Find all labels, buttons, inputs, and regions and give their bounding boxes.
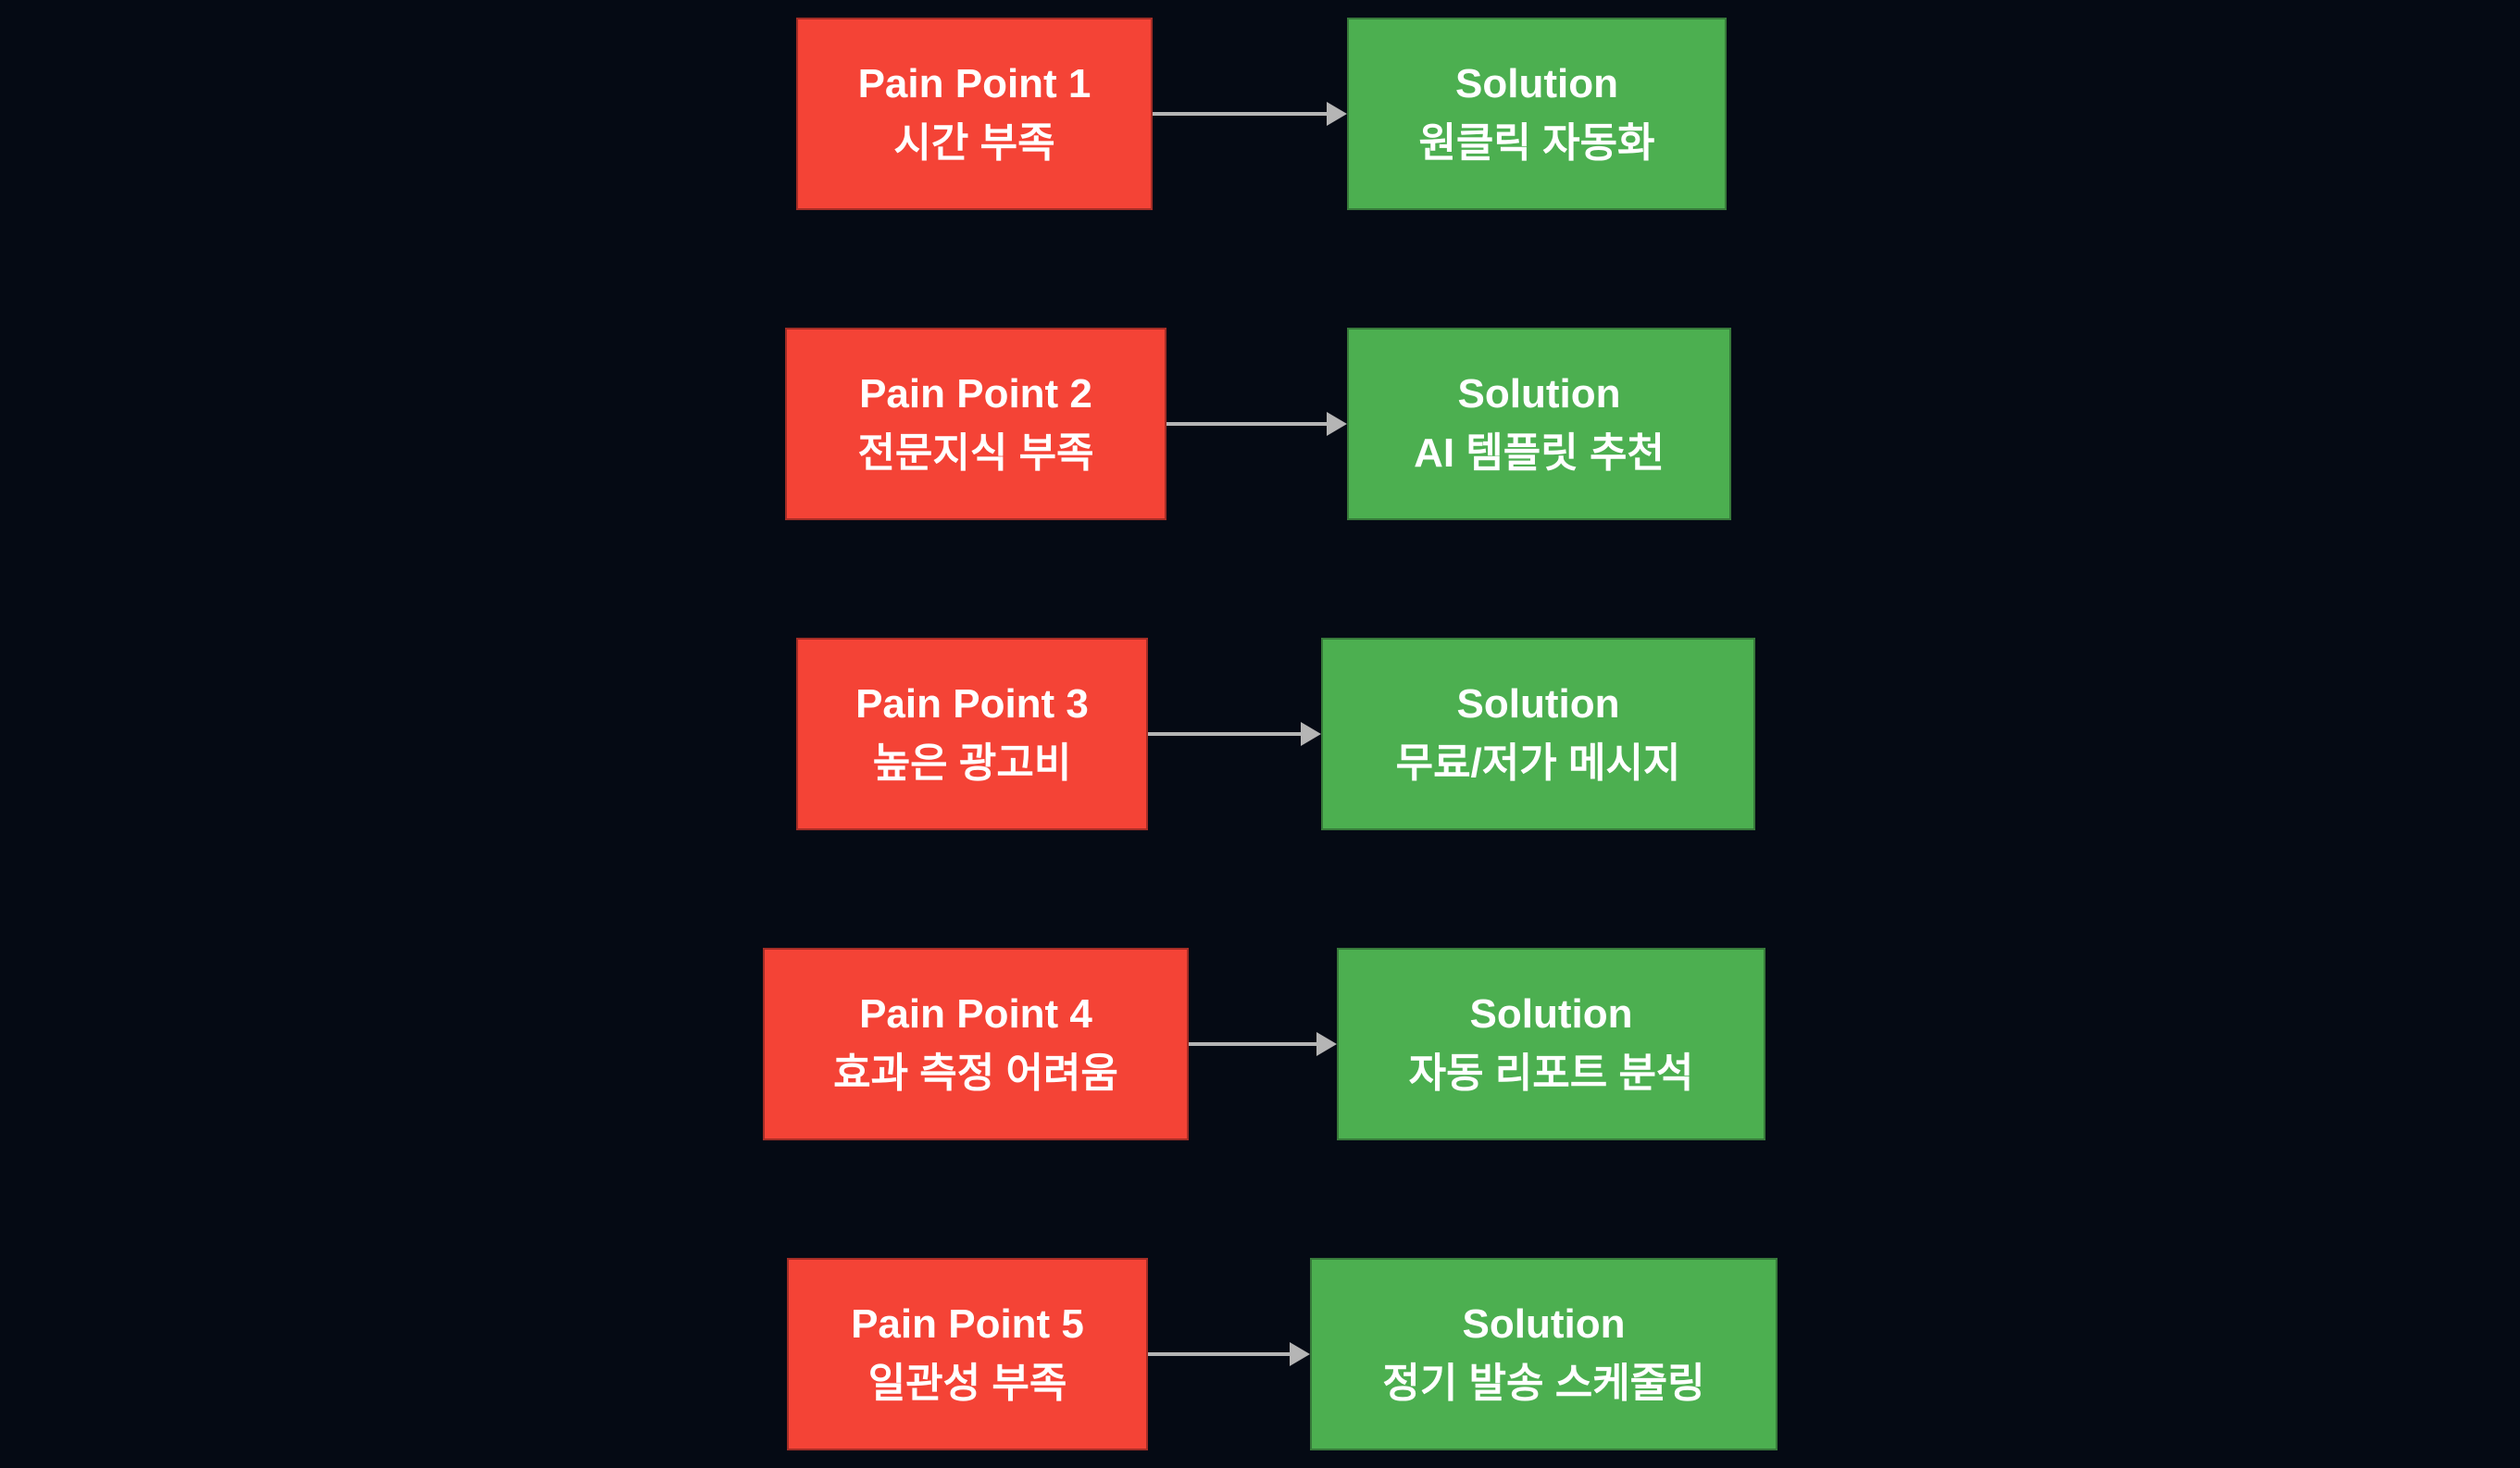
solution-subtitle: 원클릭 자동화 — [1418, 120, 1655, 166]
arrow-right-connector — [1189, 1032, 1337, 1056]
solution-title: Solution — [1457, 371, 1621, 417]
pain-point-title: Pain Point 3 — [855, 681, 1089, 727]
arrow-head-icon — [1327, 412, 1347, 436]
solution-title: Solution — [1456, 681, 1620, 727]
solution-box: Solution 원클릭 자동화 — [1347, 18, 1727, 210]
solution-subtitle: 자동 리포트 분석 — [1408, 1051, 1694, 1096]
pain-point-box: Pain Point 1 시간 부족 — [796, 18, 1153, 210]
pain-point-title: Pain Point 5 — [851, 1301, 1084, 1347]
pain-point-subtitle: 효과 측정 어려움 — [833, 1051, 1118, 1096]
arrow-shaft — [1148, 1352, 1291, 1356]
pain-point-box: Pain Point 3 높은 광고비 — [796, 638, 1148, 830]
pain-point-subtitle: 높은 광고비 — [872, 740, 1072, 786]
solution-subtitle: 정기 발송 스케줄링 — [1382, 1361, 1705, 1406]
arrow-head-icon — [1290, 1342, 1310, 1366]
pain-point-box: Pain Point 4 효과 측정 어려움 — [763, 948, 1189, 1140]
pain-point-title: Pain Point 2 — [859, 371, 1092, 417]
arrow-head-icon — [1301, 722, 1321, 746]
pain-point-subtitle: 시간 부족 — [893, 120, 1055, 166]
arrow-right-connector — [1153, 102, 1347, 126]
arrow-head-icon — [1316, 1032, 1337, 1056]
solution-box: Solution 무료/저가 메시지 — [1321, 638, 1755, 830]
pain-point-title: Pain Point 4 — [859, 991, 1092, 1037]
pain-point-title: Pain Point 1 — [857, 61, 1092, 106]
arrow-right-connector — [1148, 722, 1321, 746]
solution-title: Solution — [1462, 1301, 1626, 1347]
solution-title: Solution — [1469, 991, 1633, 1037]
arrow-shaft — [1166, 422, 1329, 426]
arrow-right-connector — [1166, 412, 1347, 436]
pain-point-box: Pain Point 2 전문지식 부족 — [785, 328, 1166, 520]
pain-point-subtitle: 전문지식 부족 — [857, 430, 1094, 476]
arrow-right-connector — [1148, 1342, 1310, 1366]
arrow-shaft — [1148, 732, 1303, 736]
solution-title: Solution — [1455, 61, 1618, 106]
solution-box: Solution 정기 발송 스케줄링 — [1310, 1258, 1778, 1450]
solution-subtitle: 무료/저가 메시지 — [1395, 740, 1681, 786]
arrow-shaft — [1189, 1042, 1318, 1046]
pain-point-box: Pain Point 5 일관성 부족 — [787, 1258, 1148, 1450]
solution-box: Solution 자동 리포트 분석 — [1337, 948, 1765, 1140]
pain-point-subtitle: 일관성 부족 — [867, 1361, 1067, 1406]
solution-box: Solution AI 템플릿 추천 — [1347, 328, 1731, 520]
arrow-head-icon — [1327, 102, 1347, 126]
solution-subtitle: AI 템플릿 추천 — [1414, 430, 1665, 476]
arrow-shaft — [1153, 112, 1329, 116]
